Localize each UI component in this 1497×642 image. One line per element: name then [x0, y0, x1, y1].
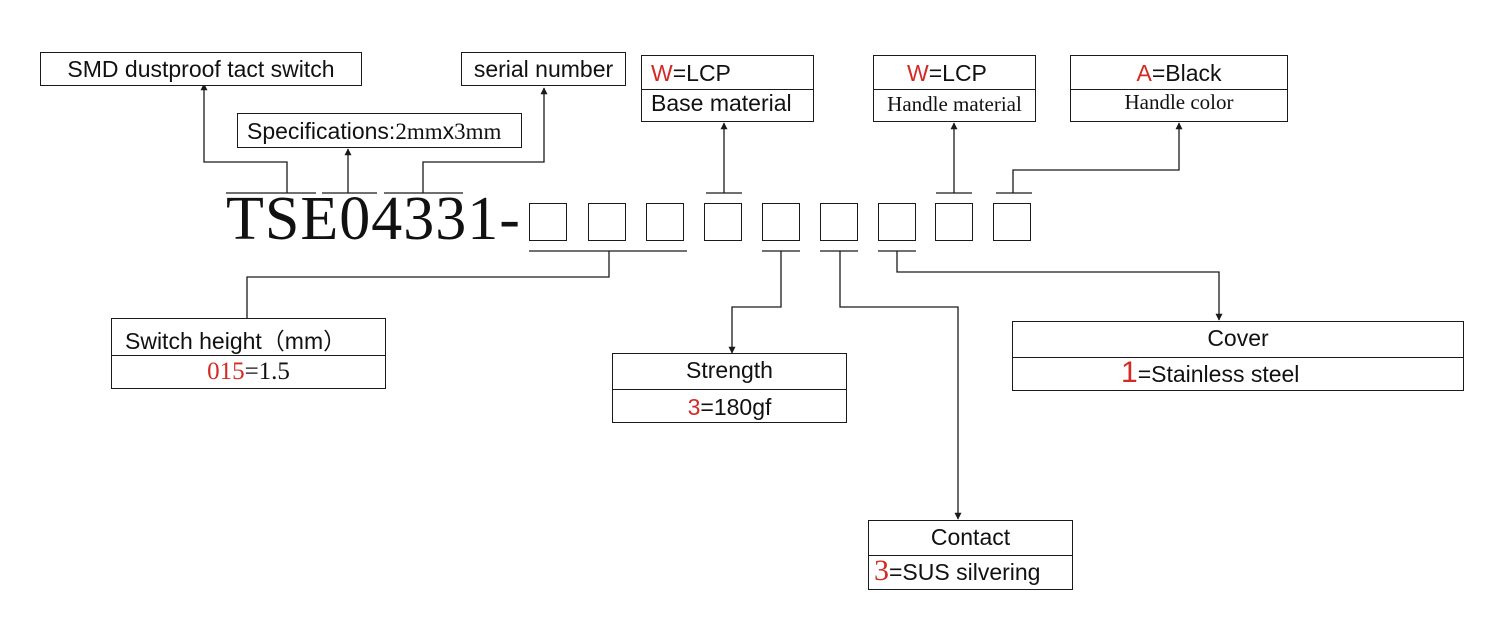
switch-height-code: 015 [207, 358, 245, 385]
strength-value: 3=180gf [613, 389, 846, 421]
contact-box: Contact 3=SUS silvering [868, 520, 1073, 590]
strength-title: Strength [686, 357, 773, 383]
base-material-value-text: =LCP [672, 60, 731, 86]
option-slot-5 [762, 203, 800, 241]
specs-text: Specifications:2mmx3mm [238, 118, 521, 145]
handle-color-code: A [1136, 60, 1152, 86]
base-material-value: W=LCP [642, 60, 813, 87]
arrow-serial [422, 87, 548, 193]
contact-value-text: =SUS silvering [889, 559, 1041, 585]
arrow-contact [839, 251, 962, 520]
serial-label: serial number [461, 52, 626, 86]
arrow-height [246, 251, 610, 319]
option-slot-7 [878, 203, 916, 241]
option-slot-9 [993, 203, 1031, 241]
specs-x: x [442, 118, 455, 144]
cover-value-text: =Stainless steel [1137, 361, 1300, 387]
handle-color-value-text: =Black [1151, 60, 1222, 86]
handle-color-value: A=Black [1071, 60, 1287, 87]
option-slot-6 [820, 203, 858, 241]
cover-box: Cover 1=Stainless steel [1012, 321, 1464, 391]
cover-title: Cover [1207, 325, 1269, 351]
option-slot-1 [529, 203, 567, 241]
type-label: SMD dustproof tact switch [40, 52, 362, 86]
strength-code: 3 [687, 394, 701, 420]
option-slot-8 [935, 203, 973, 241]
arrow-strength [728, 251, 782, 354]
arrow-cover [896, 251, 1223, 321]
handle-color-caption: Handle color [1071, 89, 1287, 115]
contact-value: 3=SUS silvering [869, 555, 1072, 586]
handle-color-box: A=Black Handle color [1070, 55, 1288, 122]
switch-height-box: Switch height（mm） 015=1.5 [111, 318, 386, 389]
type-text: SMD dustproof tact switch [67, 56, 335, 82]
serial-text: serial number [473, 56, 614, 82]
specs-value-a: 2mm [395, 119, 443, 144]
handle-material-box: W=LCP Handle material [873, 55, 1036, 122]
base-material-code: W [651, 60, 673, 86]
arrow-type [200, 83, 288, 193]
specs-label: Specifications:2mmx3mm [237, 113, 522, 148]
part-code: TSE04331- [226, 185, 521, 253]
handle-material-code: W [907, 60, 929, 86]
contact-title: Contact [930, 524, 1011, 550]
switch-height-value-text: =1.5 [244, 358, 290, 385]
handle-material-value: W=LCP [874, 60, 1035, 87]
strength-value-text: =180gf [700, 394, 772, 420]
contact-code: 3 [874, 554, 889, 587]
switch-height-value: 015=1.5 [112, 355, 385, 386]
specs-value-b: 3mm [454, 119, 502, 144]
arrow-handle-color [1012, 122, 1183, 193]
handle-material-caption: Handle material [874, 89, 1035, 117]
base-material-box: W=LCP Base material [641, 55, 814, 122]
handle-material-value-text: =LCP [928, 60, 987, 86]
option-slot-4 [704, 203, 742, 241]
specs-prefix: Specifications: [247, 118, 396, 144]
base-material-caption: Base material [642, 89, 813, 117]
switch-height-title: Switch height（mm） [125, 328, 347, 354]
option-slot-3 [646, 203, 684, 241]
cover-value: 1=Stainless steel [1013, 357, 1463, 388]
cover-code: 1 [1121, 356, 1138, 389]
option-slot-2 [588, 203, 626, 241]
strength-box: Strength 3=180gf [612, 353, 847, 423]
